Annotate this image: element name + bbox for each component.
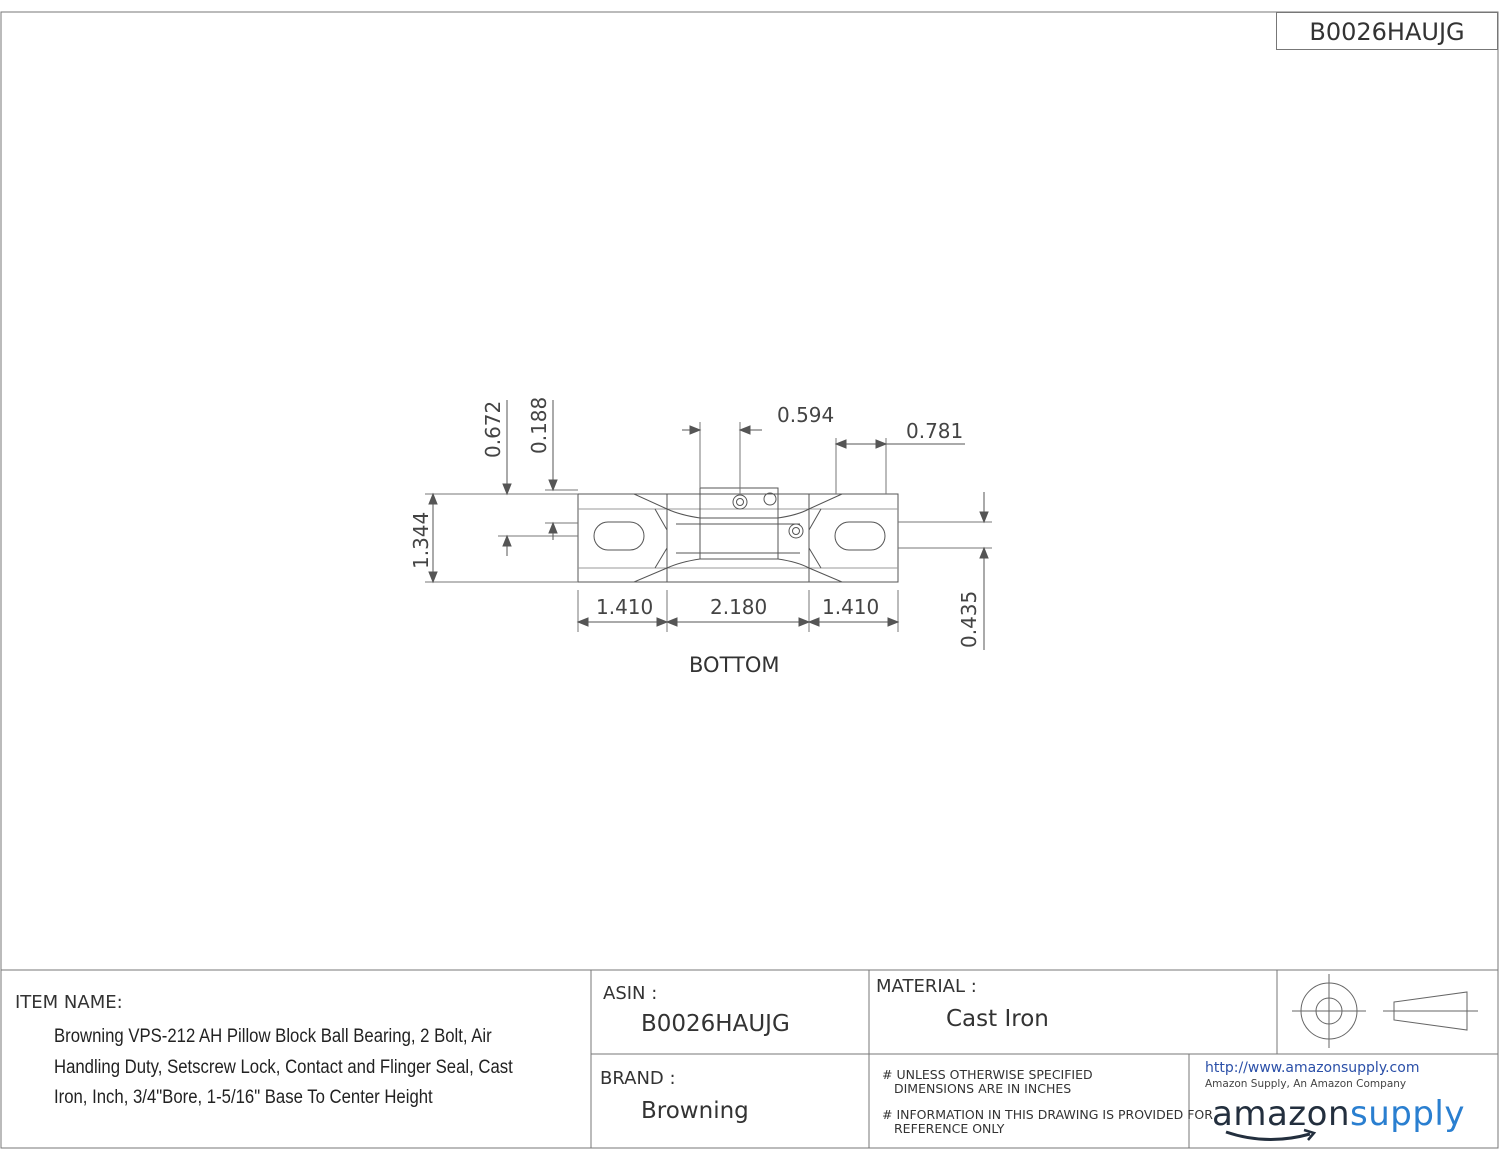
dimension-lines <box>428 400 989 650</box>
dim-0435: 0.435 <box>957 591 981 648</box>
logo-amazon-text: amazon <box>1212 1094 1350 1134</box>
view-label: BOTTOM <box>689 653 780 677</box>
company-tagline: Amazon Supply, An Amazon Company <box>1205 1078 1407 1090</box>
dim-2180: 2.180 <box>710 595 767 619</box>
dim-1344: 1.344 <box>409 512 433 569</box>
note-units-line2: DIMENSIONS ARE IN INCHES <box>894 1081 1072 1096</box>
dim-1410-left: 1.410 <box>596 595 653 619</box>
dim-1410-right: 1.410 <box>822 595 879 619</box>
item-name-label: ITEM NAME: <box>15 992 123 1013</box>
note-reference-line1: # INFORMATION IN THIS DRAWING IS PROVIDE… <box>882 1107 1213 1122</box>
material-value: Cast Iron <box>946 1006 1049 1032</box>
brand-value: Browning <box>641 1098 749 1124</box>
note-units-line1: # UNLESS OTHERWISE SPECIFIED <box>882 1067 1093 1082</box>
asin-value: B0026HAUJG <box>641 1011 790 1037</box>
amazon-supply-logo: amazonsupply <box>1212 1094 1465 1134</box>
extension-lines <box>425 422 992 632</box>
note-reference-line2: REFERENCE ONLY <box>894 1121 1005 1136</box>
dim-0781: 0.781 <box>906 419 963 443</box>
logo-supply-text: supply <box>1350 1094 1465 1134</box>
logo-smile-icon <box>1225 1128 1317 1141</box>
projection-symbol <box>1292 974 1478 1048</box>
brand-label: BRAND : <box>600 1068 676 1089</box>
bottom-view-drawing: 0.672 0.188 0.594 0.781 1.344 1.410 2.18… <box>409 397 992 677</box>
dim-0672: 0.672 <box>481 401 505 458</box>
asin-label: ASIN : <box>603 983 658 1004</box>
material-label: MATERIAL : <box>876 976 977 997</box>
dim-0594: 0.594 <box>777 403 834 427</box>
website-link[interactable]: http://www.amazonsupply.com <box>1205 1060 1420 1076</box>
item-name-value: Browning VPS-212 AH Pillow Block Ball Be… <box>54 1026 513 1108</box>
header-part-number: B0026HAUJG <box>1276 12 1498 50</box>
pillow-block-outline <box>577 487 899 583</box>
dim-0188: 0.188 <box>527 397 551 454</box>
